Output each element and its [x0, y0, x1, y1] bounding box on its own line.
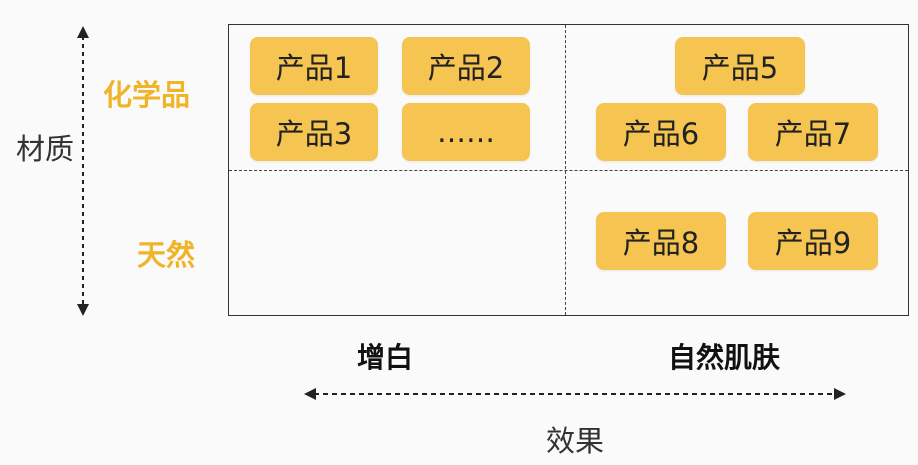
product-tag-5: 产品5 [675, 37, 805, 95]
product-tag-3: 产品3 [250, 103, 378, 161]
column-label-whitening: 增白 [357, 341, 414, 374]
product-tag-8: 产品8 [596, 212, 726, 270]
column-label-natural-skin: 自然肌肤 [668, 341, 781, 374]
vertical-axis-arrow-icon [77, 26, 89, 316]
horizontal-divider [229, 170, 908, 171]
matrix-grid [228, 24, 909, 316]
horizontal-axis-arrow-icon [304, 388, 846, 400]
product-tag-9: 产品9 [748, 212, 878, 270]
product-tag-7: 产品7 [748, 103, 878, 161]
y-axis-title: 材质 [16, 132, 75, 166]
row-label-natural: 天然 [137, 238, 196, 272]
product-tag-2: 产品2 [402, 37, 530, 95]
row-label-chemical: 化学品 [103, 78, 191, 112]
product-tag-1: 产品1 [250, 37, 378, 95]
product-tag-6: 产品6 [596, 103, 726, 161]
x-axis-title: 效果 [546, 424, 605, 458]
product-tag-ellipsis: …… [402, 103, 530, 161]
